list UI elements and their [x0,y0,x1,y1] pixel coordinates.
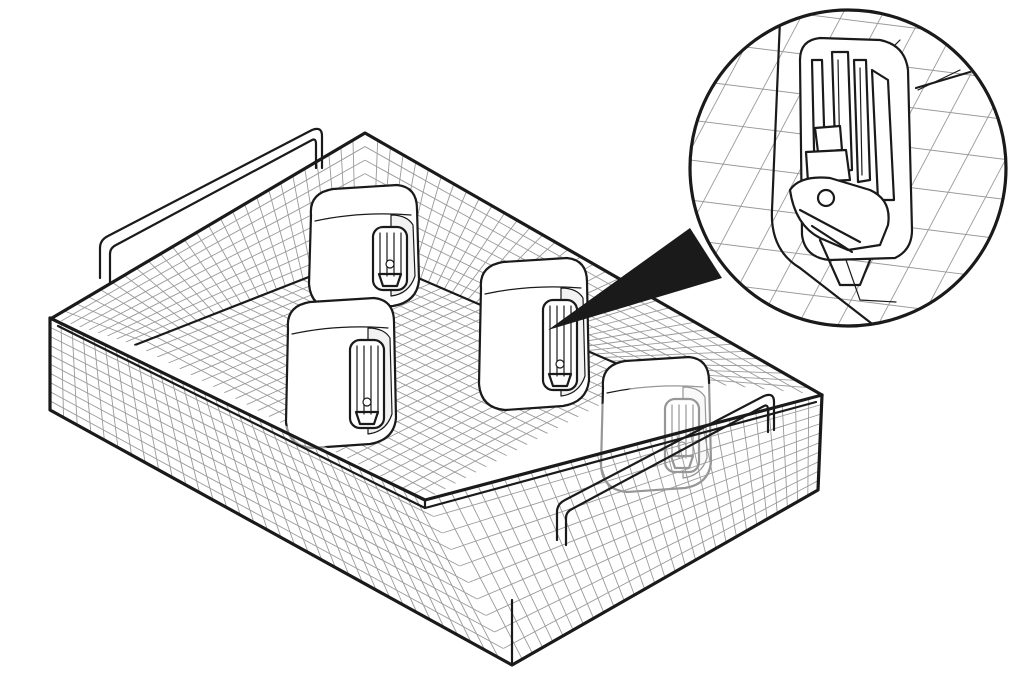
basket-front-left-wall [50,318,512,665]
basket-corner-edge [423,498,514,667]
basket-front-walls [48,316,824,667]
magnifier-ring [688,8,1008,328]
handle-left [98,127,324,285]
basket-front-right-wall [425,378,822,665]
callout-pointer [548,228,722,330]
contact-terminal-clip [770,18,972,326]
handle-right [555,393,776,547]
battery-pack-back-left [307,183,421,312]
basket-top-rim-back [50,131,824,397]
battery-pack-front-left [284,296,398,450]
battery-pack-center [477,256,591,412]
detail-magnifier [688,8,1008,328]
